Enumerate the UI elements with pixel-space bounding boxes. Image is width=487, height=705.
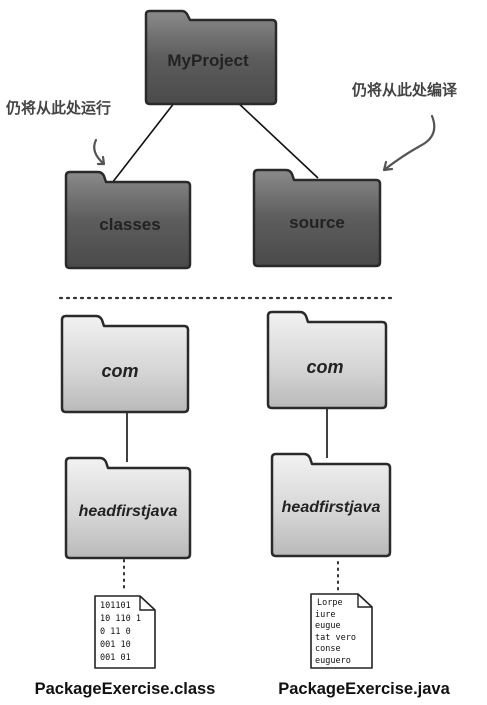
folder-label-source: source bbox=[289, 213, 345, 232]
note-compile-from-here: 仍将从此处编译 bbox=[351, 81, 458, 99]
folder-myproject[interactable]: MyProject bbox=[144, 9, 278, 106]
file-class-document[interactable]: 101101 10 110 1 0 11 0 001 10 001 01 bbox=[94, 595, 156, 669]
java-file-line-5: conse bbox=[315, 644, 341, 654]
folder-classes[interactable]: classes bbox=[64, 170, 192, 270]
file-java-document[interactable]: Lorpe iure eugue tat vero conse euguero bbox=[310, 593, 373, 669]
java-file-line-2: iure bbox=[315, 610, 335, 620]
folder-com-right[interactable]: com bbox=[266, 310, 388, 410]
caption-class-file: PackageExercise.class bbox=[35, 680, 216, 698]
arrow-compile-icon bbox=[382, 114, 436, 172]
note-run-from-here: 仍将从此处运行 bbox=[5, 99, 111, 117]
folder-label-com-right: com bbox=[306, 357, 343, 377]
folder-label-headfirstjava-left: headfirstjava bbox=[79, 503, 178, 520]
connectors bbox=[111, 97, 328, 462]
folder-source[interactable]: source bbox=[252, 168, 382, 268]
folder-label-classes: classes bbox=[99, 215, 160, 234]
class-file-line-1: 101101 bbox=[100, 601, 131, 611]
folder-label-headfirstjava-right: headfirstjava bbox=[282, 499, 381, 516]
folder-label-com-left: com bbox=[101, 361, 138, 381]
folder-com-left[interactable]: com bbox=[60, 314, 190, 414]
class-file-line-5: 001 01 bbox=[100, 653, 131, 663]
edge-root-classes bbox=[111, 97, 179, 184]
java-file-line-6: euguero bbox=[315, 656, 351, 666]
folder-label-myproject: MyProject bbox=[167, 51, 249, 70]
class-file-line-4: 001 10 bbox=[100, 640, 131, 650]
caption-java-file: PackageExercise.java bbox=[278, 680, 450, 698]
java-file-line-1: Lorpe bbox=[317, 598, 343, 608]
java-file-line-3: eugue bbox=[315, 621, 341, 631]
edge-root-source bbox=[234, 99, 319, 179]
folder-headfirstjava-right[interactable]: headfirstjava bbox=[270, 452, 392, 558]
arrow-run-icon bbox=[93, 138, 106, 166]
folder-headfirstjava-left[interactable]: headfirstjava bbox=[64, 456, 192, 560]
java-file-line-4: tat vero bbox=[315, 633, 356, 643]
class-file-line-3: 0 11 0 bbox=[100, 627, 131, 637]
class-file-line-2: 10 110 1 bbox=[100, 614, 141, 624]
